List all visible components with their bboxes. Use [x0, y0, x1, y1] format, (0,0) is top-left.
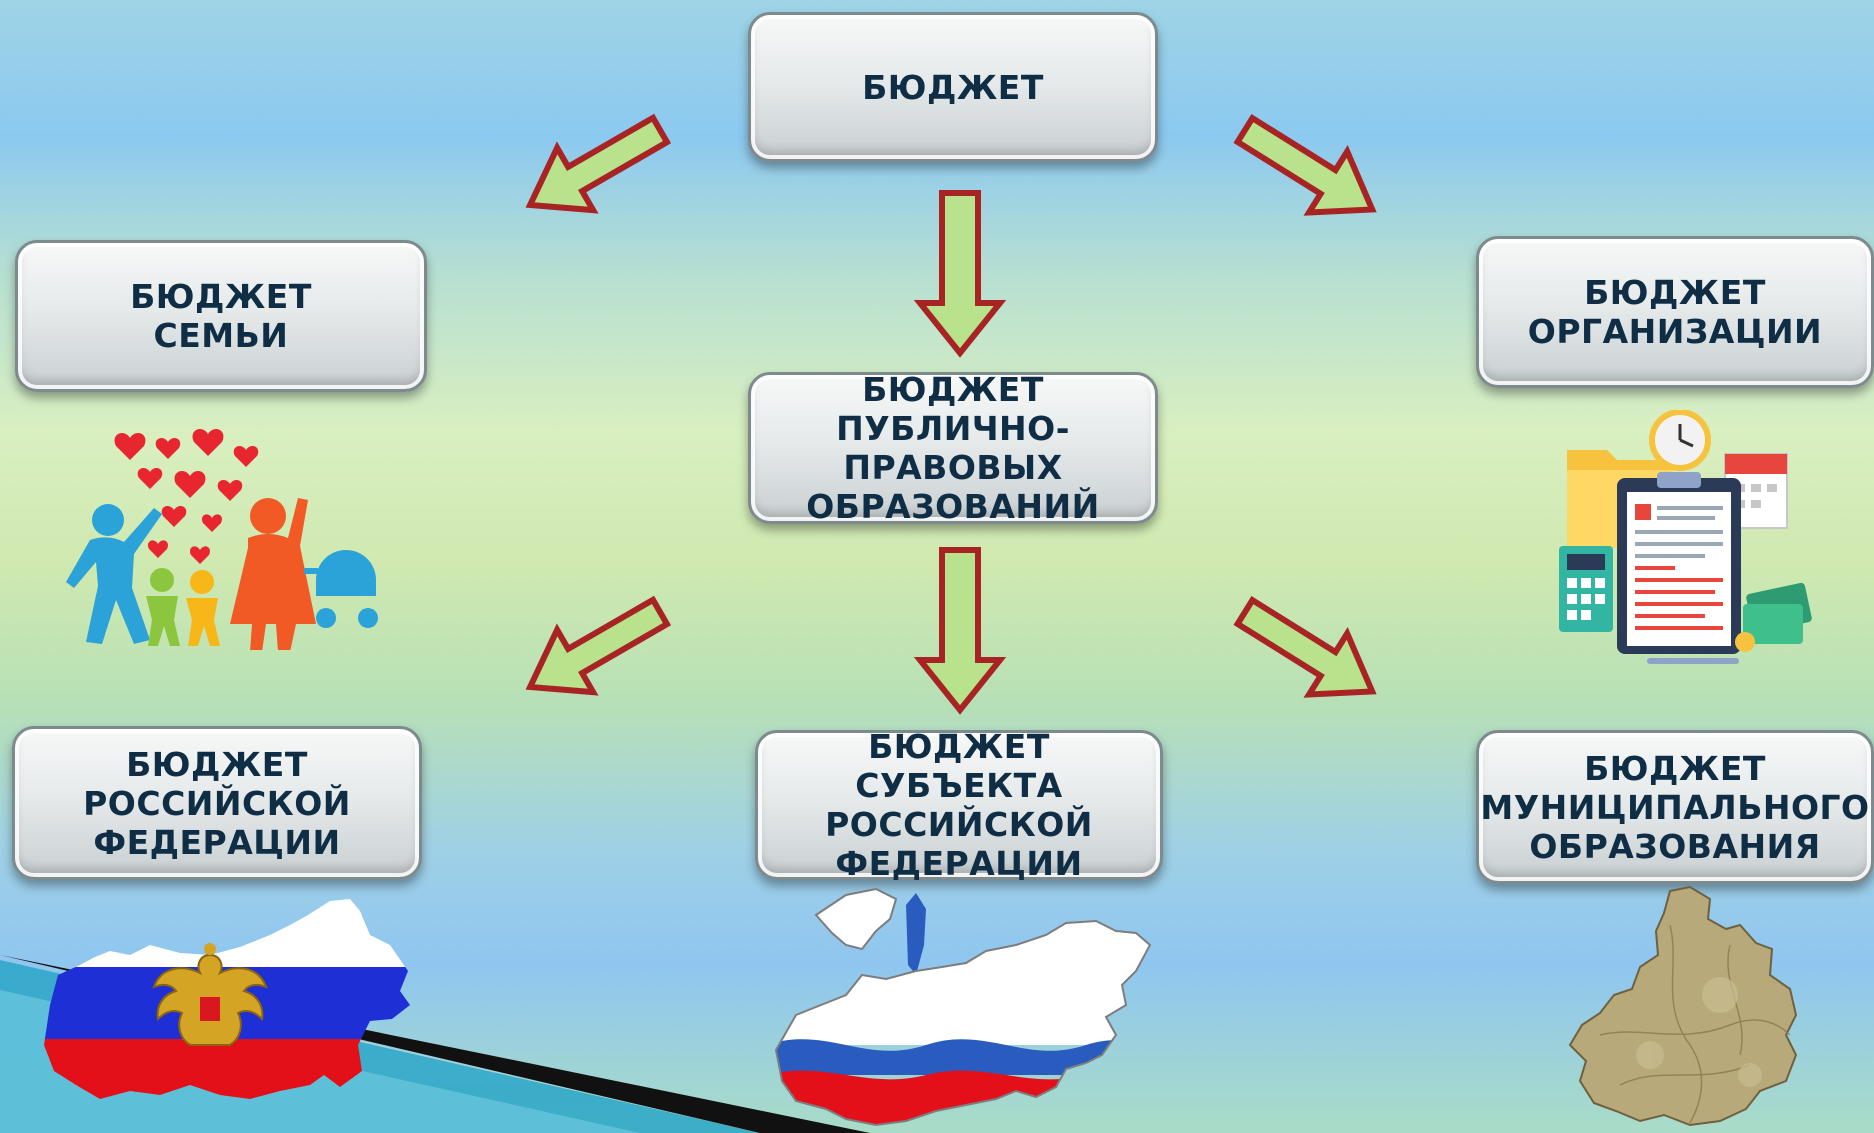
box-subject-budget: БЮДЖЕТ СУБЪЕКТА РОССИЙСКОЙ ФЕДЕРАЦИИ	[755, 727, 1163, 883]
coat-of-arms-icon	[152, 943, 268, 1046]
arrow-to-organization	[1226, 99, 1391, 240]
box-russian-federation-budget: БЮДЖЕТ РОССИЙСКОЙ ФЕДЕРАЦИИ	[12, 726, 422, 880]
box-public-budget-label: БЮДЖЕТ ПУБЛИЧНО- ПРАВОВЫХ ОБРАЗОВАНИЙ	[806, 370, 1100, 526]
box-russian-federation-budget-label: БЮДЖЕТ РОССИЙСКОЙ ФЕДЕРАЦИИ	[83, 744, 351, 862]
arrow-to-family	[512, 99, 678, 236]
box-public-budget: БЮДЖЕТ ПУБЛИЧНО- ПРАВОВЫХ ОБРАЗОВАНИЙ	[748, 370, 1158, 526]
russia-flag-map-icon	[44, 899, 410, 1099]
box-family-budget: БЮДЖЕТ СЕМЬИ	[15, 240, 427, 392]
box-organization-budget-label: БЮДЖЕТ ОРГАНИЗАЦИИ	[1527, 273, 1823, 351]
box-budget: БЮДЖЕТ	[748, 12, 1158, 162]
arrow-to-municipal	[1226, 581, 1391, 722]
box-subject-budget-label: БЮДЖЕТ СУБЪЕКТА РОССИЙСКОЙ ФЕДЕРАЦИИ	[825, 727, 1093, 883]
family-hearts-icon	[66, 428, 378, 650]
box-municipal-budget-label: БЮДЖЕТ МУНИЦИПАЛЬНОГО ОБРАЗОВАНИЯ	[1480, 748, 1870, 866]
arrow-to-russian-federation	[512, 581, 678, 718]
box-family-budget-label: БЮДЖЕТ СЕМЬИ	[130, 277, 312, 355]
region-flag-map-icon	[774, 887, 1152, 1127]
box-organization-budget: БЮДЖЕТ ОРГАНИЗАЦИИ	[1476, 236, 1874, 388]
box-municipal-budget: БЮДЖЕТ МУНИЦИПАЛЬНОГО ОБРАЗОВАНИЯ	[1476, 730, 1874, 884]
office-documents-icon	[1559, 410, 1812, 664]
municipal-map-icon	[1568, 885, 1798, 1127]
box-budget-label: БЮДЖЕТ	[862, 67, 1044, 107]
arrow-to-public	[920, 193, 1000, 353]
arrow-to-subject	[920, 550, 1000, 710]
